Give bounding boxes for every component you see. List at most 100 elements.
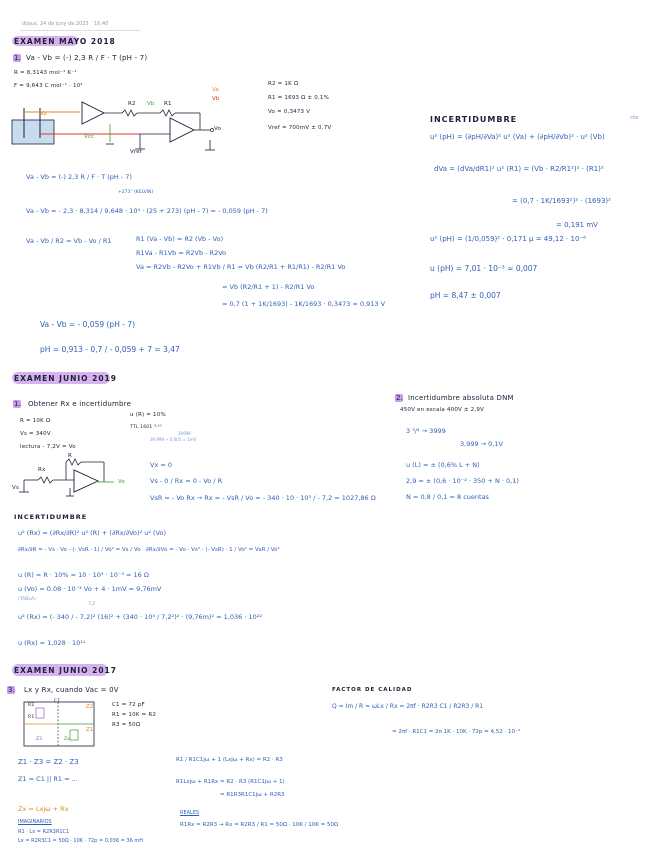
unc2-title: INCERTIDUMBRE xyxy=(14,513,88,521)
s2-circuit-label-vo: Vo xyxy=(118,479,125,485)
s2-note-count: 39999 xyxy=(178,431,191,436)
s3-circuit-label-z2: Z2 xyxy=(86,704,94,710)
s2-number-badge xyxy=(13,400,21,408)
s3-title: EXAMEN JUNIO 2017 xyxy=(14,666,117,675)
unc1-eq6: u (pH) = 7,01 · 10⁻³ ≈ 0,007 xyxy=(430,264,538,273)
s1-result1: Va - Vb = - 0,059 (pH - 7) xyxy=(40,320,136,329)
s3-imag-eq1: R1 · Lx = R2R3R1C1 xyxy=(18,829,70,835)
s3-bridge-circuit xyxy=(23,701,95,747)
page-date: dijous, 24 de juny de 2023 xyxy=(22,21,89,27)
s3-eq4: R1 / R1C1jω + 1 (Lxjω + Rx) = R2 · R3 xyxy=(176,757,283,763)
s1-circuit-label-vcc: Vcc xyxy=(84,134,94,140)
unc1-eq4: = 0,191 mV xyxy=(556,221,598,229)
s2-calc-node: Vs - 0 / Rx = 0 - Vo / R xyxy=(150,477,223,485)
s1-step3-r1: R1 (Va - Vb) = R2 (Vb - Vo) xyxy=(136,235,224,243)
meta-divider xyxy=(20,30,140,31)
s2b-line1: 3 ³/⁴ → 3999 xyxy=(406,427,446,435)
s2-note-ur: u (R) = 10% xyxy=(130,412,166,418)
unc1-eq5: u² (pH) = (1/0,059)² · 0,171 μ = 49,12 ·… xyxy=(430,235,586,243)
s2-given-vs: Vs = 340V xyxy=(20,431,51,437)
unc1-eq1: u² (pH) = (∂pH/∂Va)² u² (Va) + (∂pH/∂Vb)… xyxy=(430,133,605,141)
page-time: 16:40 xyxy=(94,21,109,27)
s3-subtitle: Lx y Rx, cuando Vac = 0V xyxy=(24,686,119,694)
unc2-eq1: u² (Rx) = (∂Rx/∂R)² u² (R) + (∂Rx/∂Vo)² … xyxy=(18,529,167,537)
s2-subtitle: Obtener Rx e incertidumbre xyxy=(28,400,132,408)
s3-circuit-label-c1: C1 xyxy=(54,699,61,704)
s1-param-vo: Vo = 0,3473 V xyxy=(268,109,311,115)
s1-param-r2: R2 = 1K Ω xyxy=(268,81,299,87)
s1-circuit-label-r1: R1 xyxy=(164,101,172,107)
highlight-s3-title xyxy=(12,664,108,676)
s3-circuit-label-r2: R2 xyxy=(28,703,35,708)
s3-real-label: REALES xyxy=(180,810,200,816)
s1-circuit-label-vo: Vo xyxy=(214,126,222,132)
s2b-title: Incertidumbre absoluta DNM xyxy=(408,394,514,402)
unc1-cte-note: cte xyxy=(630,115,639,121)
s2-given-reading: lectura - 7,2V = Vo xyxy=(20,444,76,450)
s3-eq1: Z1 · Z3 = Z2 · Z3 xyxy=(18,758,79,766)
s2-circuit-label-vs: Vs xyxy=(12,485,20,491)
s2-given-r: R = 10K Ω xyxy=(20,418,51,424)
s3-number: 3. xyxy=(8,686,16,694)
unc2-eq2: ∂Rx/∂R = - Vs · Vo - (- VsR · 1) / Vo² =… xyxy=(18,547,141,553)
legend-vb: Vb xyxy=(212,96,220,102)
s2-circuit-label-r: R xyxy=(68,453,73,459)
s1-step1-note: +273° (KELVIN) xyxy=(118,190,154,195)
unc2-eq4-note: (TABLA) xyxy=(18,597,36,602)
unc1-eq2: dVa = (dVa/dR1)² u² (R1) = (Vb · R2/R1²)… xyxy=(434,165,604,173)
s2-note-ttl: TTL 1601 ⁴·¹⁰ xyxy=(130,425,162,430)
s2b-line2: 3,999 → 0,1V xyxy=(460,440,503,448)
s2b-subtitle: 450V en escala 400V ± 2,9V xyxy=(400,407,484,413)
s3-imag-eq2: Lx = R2R3C1 = 50Ω · 10K · 72p = 0,036 = … xyxy=(18,838,143,844)
s1-circuit-diagram xyxy=(11,101,215,151)
s1-step3-r3: Va = R2Vb - R2Vo + R1Vb / R1 = Vb (R2/R1… xyxy=(136,263,346,271)
s1-param-r1: R1 = 1693 Ω ± 0,1% xyxy=(268,95,330,101)
s3-param-r3: R3 = 50Ω xyxy=(112,722,141,728)
s3-circuit-label-z1: Z1 xyxy=(86,727,94,733)
s2-note-resolution: 39,999 → 0,001 = 1mV xyxy=(150,437,197,442)
unc1-title: INCERTIDUMBRE xyxy=(430,115,518,124)
s3-param-r1r2: R1 = 10K = R2 xyxy=(112,712,157,718)
s2b-number: 2. xyxy=(396,394,404,402)
s1-constant-r: R = 8,3143 mol⁻¹ K⁻¹ xyxy=(14,70,77,76)
s1-circuit-label-vb-node: Vb xyxy=(147,101,155,107)
s1-step3-r5: = 0,7 (1 + 1K/1693) - 1K/1693 · 0,3473 =… xyxy=(222,300,386,308)
s3-number-badge xyxy=(7,686,15,694)
highlight-s2-title xyxy=(12,372,110,384)
unc2-eq4: u (Vo) = 0.08 · 10⁻² Vo + 4 · 1mV = 9,76… xyxy=(18,585,162,593)
s2-circuit-diagram xyxy=(19,458,114,497)
s2-number: 1. xyxy=(14,400,22,408)
s1-param-vref: Vref = 700mV ± 0,7V xyxy=(268,125,332,131)
s1-step3-r4: = Vb (R2/R1 + 1) - R2/R1 Vo xyxy=(222,283,315,291)
s1-constant-f: F = 9,643 C mol⁻¹ · 10⁴ xyxy=(14,83,83,89)
s2-circuit-label-rx: Rx xyxy=(38,467,46,473)
s1-step2: Va - Vb = - 2,3 · 8,314 / 9,648 · 10⁴ · … xyxy=(26,207,268,215)
s3-circuit-label-z3: Z3 xyxy=(36,737,42,742)
s3-imag-label: IMAGINARIOS xyxy=(18,819,52,825)
s3-circuit-label-r1: R1 xyxy=(28,715,35,720)
s3-eq3: Zx = Lxjω + Rx xyxy=(18,805,69,813)
s1-step1: Va - Vb = (-) 2,3 R / F · T (pH - 7) xyxy=(26,173,132,181)
unc2-eq5: u² (Rx) = (- 340 / - 7,2)² (16)² + (340 … xyxy=(18,613,262,621)
unc1-eq7: pH = 8,47 ± 0,007 xyxy=(430,291,501,300)
s1-number-badge xyxy=(13,54,21,62)
s1-circuit-label-va: Va xyxy=(40,111,47,117)
s2b-line5: N = 0,8 / 0,1 = 8 cuentas xyxy=(406,493,489,501)
s2-calc-vx: Vx = 0 xyxy=(150,461,173,469)
s2b-number-badge xyxy=(395,394,403,402)
highlight-s1-title xyxy=(12,36,78,46)
s1-step3-r2: R1Va - R1Vb = R2Vb - R2Vo xyxy=(136,249,227,257)
s1-main-equation: Va - Vb = (-) 2,3 R / F · T (pH - 7) xyxy=(26,54,148,62)
s3-eq2: Z1 = C1 || R1 = ... xyxy=(18,775,78,783)
unc2-eq6: u (Rx) = 1,028 · 10¹¹ xyxy=(18,639,86,647)
s3-circuit-label-zx: Zx xyxy=(64,737,70,742)
s1-step3-left: Va - Vb / R2 = Vb - Vo / R1 xyxy=(26,237,112,245)
s3-eq6: = R1R3R1C1jω + R2R3 xyxy=(220,792,285,798)
s1-circuit-label-r2: R2 xyxy=(128,101,136,107)
s1-result2: pH = 0,913 - 0,7 / - 0,059 + 7 = 3,47 xyxy=(40,345,180,354)
unc1-eq3: = (0,7 · 1K/1693²)² · (1693)² xyxy=(512,197,611,205)
s2b-line3: u (L) = ± (0,6% L + N) xyxy=(406,461,480,469)
unc2-eq4-note2: 7,2 xyxy=(88,602,96,607)
s1-title: EXAMEN MAYO 2018 xyxy=(14,37,116,46)
s3-q-title: FACTOR DE CALIDAD xyxy=(332,687,413,693)
